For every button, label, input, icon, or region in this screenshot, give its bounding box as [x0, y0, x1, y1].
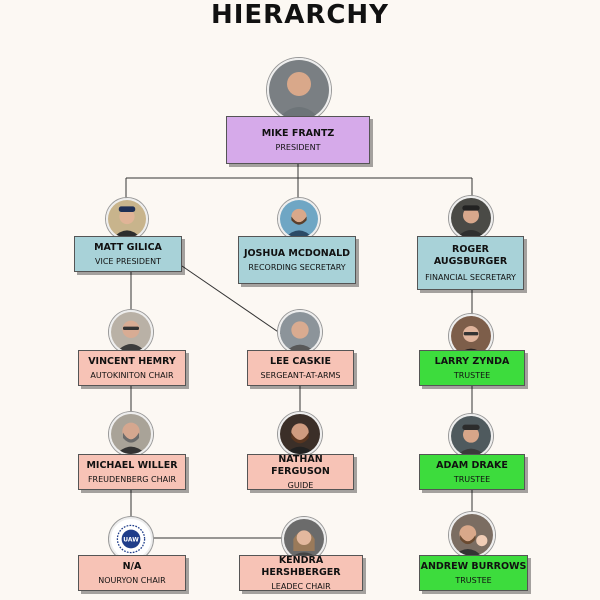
- member-box-vice-president: MATT GILICA VICE PRESIDENT: [74, 236, 182, 272]
- avatar-nathan-ferguson: [278, 412, 322, 456]
- member-box-freudenberg-chair: MICHAEL WILLER FREUDENBERG CHAIR: [78, 454, 186, 490]
- member-box-trustee-adam-drake: ADAM DRAKE TRUSTEE: [419, 454, 525, 490]
- member-name: MIKE FRANTZ: [261, 127, 335, 139]
- member-role: FINANCIAL SECRETARY: [425, 272, 516, 282]
- member-name: VINCENT HEMRY: [88, 355, 176, 367]
- avatar-adam-drake: [449, 414, 493, 458]
- uaw-logo-icon: UAW: [116, 524, 146, 554]
- avatar-vincent-hemry: [109, 310, 153, 354]
- avatar-lee-caskie: [278, 310, 322, 354]
- member-name: ROGER AUGSBURGER: [433, 243, 508, 267]
- uaw-logo-text: UAW: [123, 537, 139, 544]
- avatar-joshua-mcdonald: [278, 198, 320, 240]
- member-box-autokiniton-chair: VINCENT HEMRY AUTOKINITON CHAIR: [78, 350, 186, 386]
- member-role: VICE PRESIDENT: [95, 256, 161, 266]
- avatar-mike-frantz: [267, 58, 331, 122]
- member-role: TRUSTEE: [453, 474, 491, 484]
- member-role: RECORDING SECRETARY: [248, 262, 346, 272]
- member-role: SERGEANT-AT-ARMS: [260, 370, 341, 380]
- member-name: KENDRA HERSHBERGER: [261, 554, 341, 578]
- member-name: LARRY ZYNDA: [434, 355, 510, 367]
- avatar-michael-willer: [109, 412, 153, 456]
- member-name: N/A: [122, 560, 142, 572]
- uaw-logo: UAW: [109, 517, 153, 561]
- member-box-recording-secretary: JOSHUA MCDONALD RECORDING SECRETARY: [238, 236, 356, 284]
- member-role: FREUDENBERG CHAIR: [87, 474, 177, 484]
- avatar-andrew-burrows: [449, 512, 495, 558]
- member-role: PRESIDENT: [275, 142, 321, 152]
- member-role: TRUSTEE: [453, 370, 491, 380]
- member-box-financial-secretary: ROGER AUGSBURGER FINANCIAL SECRETARY: [417, 236, 524, 290]
- member-role: NOURYON CHAIR: [98, 575, 166, 585]
- member-name: ADAM DRAKE: [436, 459, 508, 471]
- avatar-kendra-hershberger: [282, 517, 326, 561]
- member-role: AUTOKINITON CHAIR: [90, 370, 174, 380]
- member-box-leadec-chair: KENDRA HERSHBERGER LEADEC CHAIR: [239, 555, 363, 591]
- member-name: MATT GILICA: [94, 241, 162, 253]
- member-box-guide: NATHAN FERGUSON GUIDE: [247, 454, 354, 490]
- member-name: LEE CASKIE: [270, 355, 331, 367]
- connector-line: [181, 265, 291, 341]
- member-name: NATHAN FERGUSON: [271, 453, 330, 477]
- page-title: HIERARCHY: [210, 0, 390, 30]
- member-box-president: MIKE FRANTZ PRESIDENT: [226, 116, 370, 164]
- member-box-nouryon-chair: N/A NOURYON CHAIR: [78, 555, 186, 591]
- member-role: TRUSTEE: [455, 575, 492, 585]
- member-name: ANDREW BURROWS: [420, 560, 527, 572]
- avatar-roger-augsburger: [449, 196, 493, 240]
- avatar-matt-gilica: [106, 198, 148, 240]
- member-name: MICHAEL WILLER: [86, 459, 178, 471]
- member-box-sergeant-at-arms: LEE CASKIE SERGEANT-AT-ARMS: [247, 350, 354, 386]
- member-role: LEADEC CHAIR: [271, 581, 331, 591]
- member-box-trustee-andrew-burrows: ANDREW BURROWS TRUSTEE: [419, 555, 528, 591]
- member-name: JOSHUA MCDONALD: [243, 247, 351, 259]
- member-box-trustee-larry-zynda: LARRY ZYNDA TRUSTEE: [419, 350, 525, 386]
- member-role: GUIDE: [287, 480, 314, 490]
